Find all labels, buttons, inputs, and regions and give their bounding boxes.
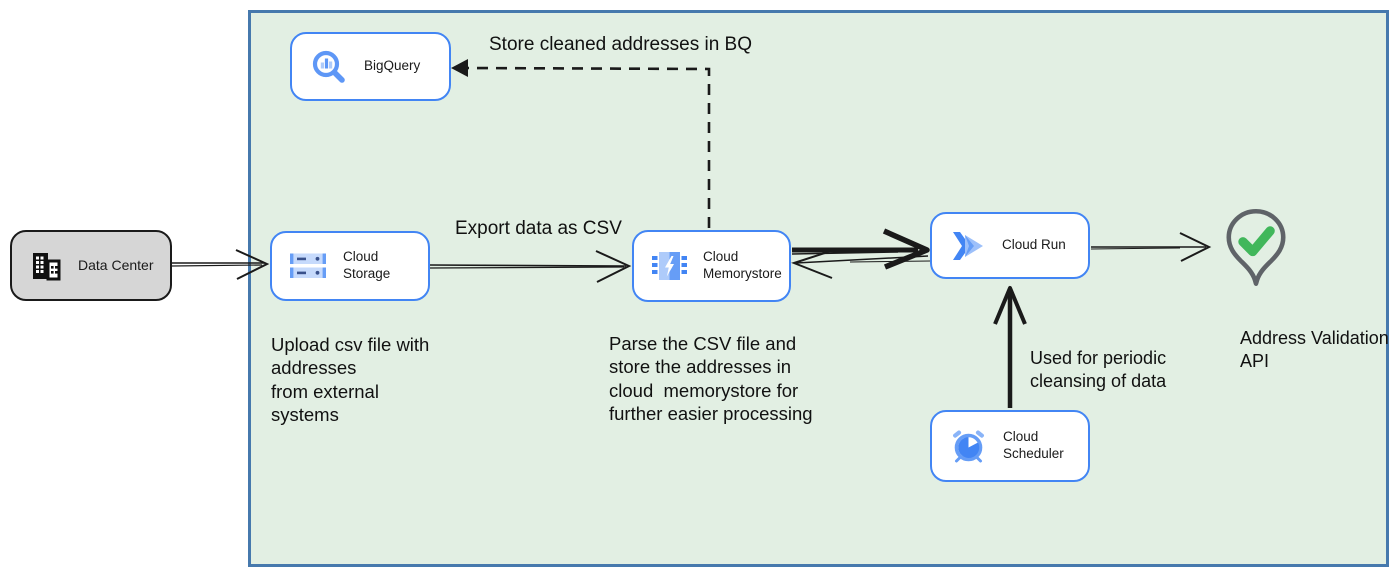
note-upload-csv: Upload csv file with addresses from exte… [271,334,430,425]
note-periodic-cleansing: Used for periodic cleansing of data [1030,348,1167,391]
map-pin-icon [1226,208,1286,286]
node-data-center: Data Center [10,230,172,301]
label-export-csv: Export data as CSV [455,218,622,239]
checkmark-icon [1238,226,1275,257]
label-store-bq: Store cleaned addresses in BQ [489,34,752,55]
node-cloud-scheduler: Cloud Scheduler [930,410,1090,482]
gcp-boundary [248,10,1389,567]
memorystore-icon [652,250,687,283]
node-label: Cloud Scheduler [1003,429,1064,461]
node-cloud-storage: Cloud Storage [270,231,430,301]
node-label: BigQuery [364,58,421,74]
node-cloud-memorystore: Cloud Memorystore [632,230,791,302]
node-label: Cloud Memorystore [703,249,782,281]
node-label: Cloud Run [1002,237,1066,253]
building-icon [30,250,62,282]
alarm-clock-icon [950,429,987,464]
address-validation-pin [1221,208,1291,306]
label-address-validation-api: Address Validation API [1240,328,1389,371]
node-label: Cloud Storage [343,249,391,281]
node-label: Data Center [78,256,154,273]
bigquery-icon [310,48,348,86]
node-cloud-run: Cloud Run [930,212,1090,279]
node-bigquery: BigQuery [290,32,451,101]
cloud-storage-icon [290,251,327,281]
note-parse-csv: Parse the CSV file and store the address… [609,333,813,424]
cloud-run-icon [950,231,986,261]
